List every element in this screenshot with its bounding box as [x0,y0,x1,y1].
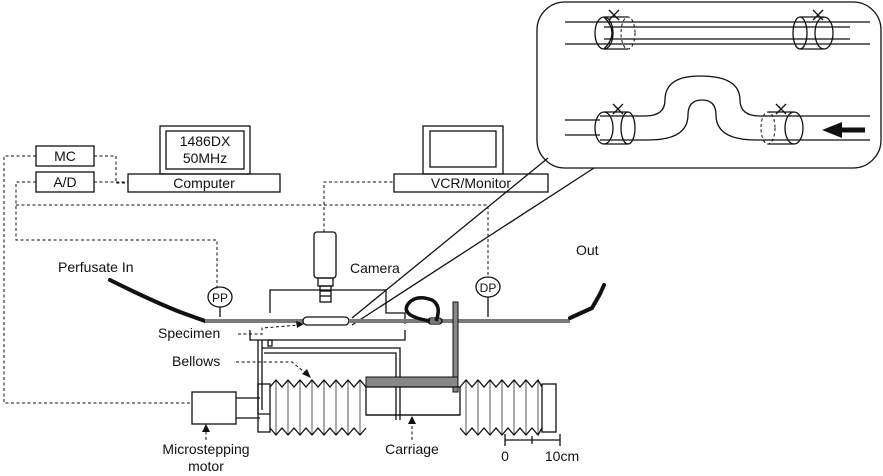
microstepping-motor [191,391,237,425]
computer-unit: 1486DX 50MHz Computer [127,125,281,193]
bellows-top-left [269,379,367,388]
vcr-monitor-screen [429,130,497,168]
inset-frame [536,1,882,169]
carriage-arm [365,376,459,388]
callout-line-bottom [351,167,595,326]
bellows-label: Bellows [172,353,220,369]
vcr-monitor-box [393,173,549,193]
camera-label: Camera [350,260,400,276]
camera: Camera [313,231,400,303]
ad-label: A/D [53,174,76,190]
scale-label-10cm: 10cm [545,448,579,464]
mc-label: MC [54,148,76,164]
carriage-label: Carriage [385,441,439,457]
carriage-block [365,386,461,416]
specimen-vessel [302,316,350,326]
pp-label: PP [212,291,228,305]
scale-label-0: 0 [501,448,509,464]
vcr-monitor-unit: VCR/Monitor [393,125,549,193]
specimen-chamber [249,289,406,347]
microstepping-label-1: Microstepping [162,441,249,457]
computer-label: Computer [173,175,235,191]
out-label: Out [576,242,599,258]
vcr-monitor-label: VCR/Monitor [431,175,511,191]
tie-mark-icon [612,103,624,115]
tube-loop [404,296,440,323]
inset-straight-vessel [565,9,870,50]
specimen-leader [238,324,301,335]
tie-mark-icon [812,9,824,21]
specimen-label: Specimen [158,325,220,341]
carriage-frame [257,301,461,420]
out-tube [568,283,606,320]
bellows [191,378,557,437]
carriage-post [452,301,459,393]
bellows-bottom-right [459,427,543,437]
computer-screen [165,130,245,170]
perfusate-in-tube [108,278,207,323]
bellows-top-right [459,378,543,388]
screen-line-2: 50MHz [183,150,227,166]
arrow-head-icon [822,122,842,138]
perfusate-in-label: Perfusate In [58,259,134,275]
dp-label: DP [480,281,497,295]
perfusate-line [108,278,606,326]
microstepping-label-2: motor [188,458,224,474]
callout-line-top [351,157,549,319]
pressure-gauges: PP DP [207,276,501,317]
tie-mark-icon [775,103,787,115]
camera-body [313,231,337,279]
scale-bar: 0 10cm [501,434,579,464]
signal-wires [3,155,489,404]
controller-boxes: MC A/D [35,145,95,193]
tie-mark-icon [608,9,620,21]
inset-detail [351,1,882,326]
screen-line-1: 1486DX [180,133,231,149]
bellows-bottom-left [269,427,367,436]
inset-curved-vessel [565,75,870,145]
bellows-leader [236,361,309,376]
